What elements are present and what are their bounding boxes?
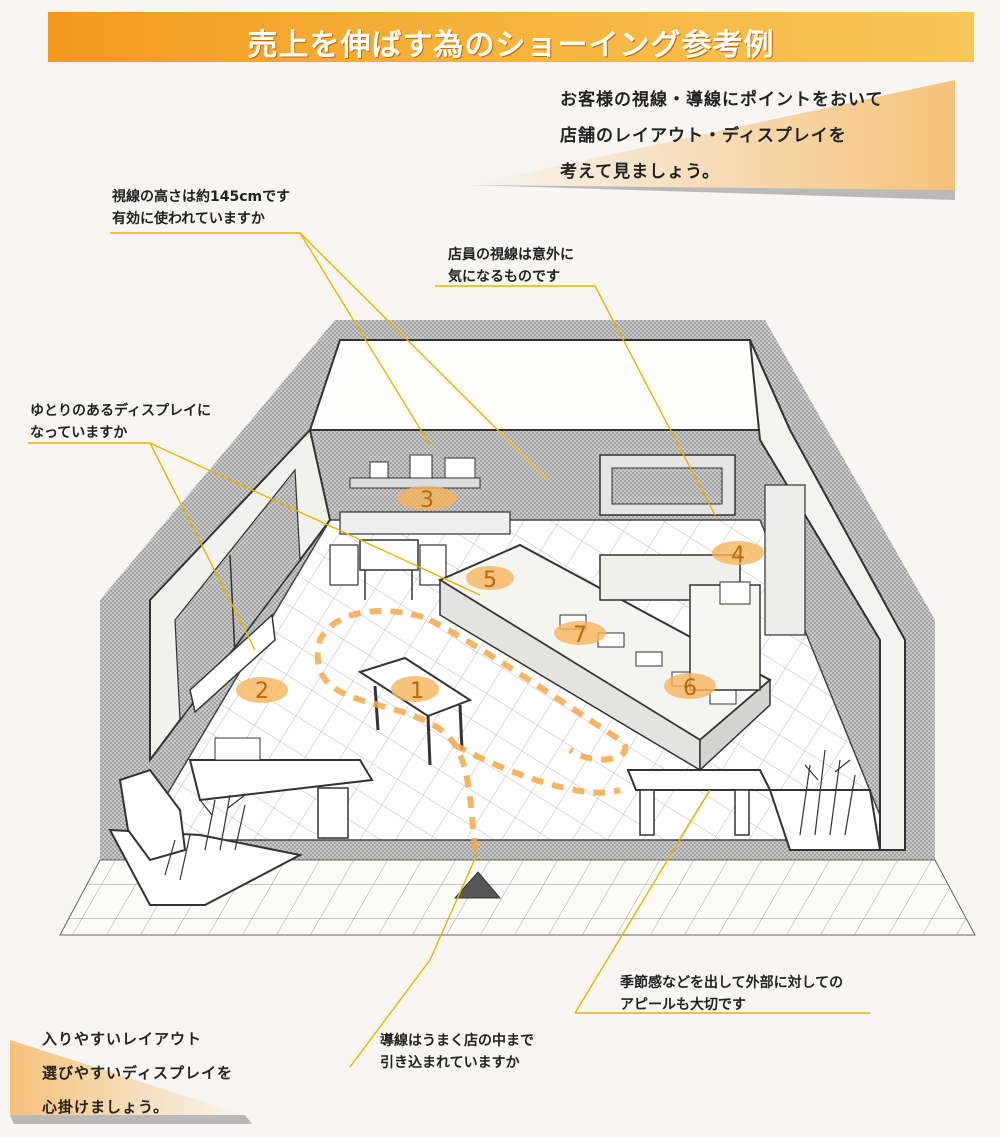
callout-staff-gaze-line-1: 店員の視線は意外に bbox=[448, 247, 574, 263]
marker-2: 2 bbox=[255, 679, 269, 704]
closing-wedge bbox=[10, 1040, 245, 1115]
closing-line-2: 選びやすいディスプレイを bbox=[42, 1064, 233, 1082]
callout-seasonal: 季節感などを出して外部に対しての アピールも大切です bbox=[620, 972, 843, 1016]
right-wall bbox=[749, 339, 906, 851]
title-banner: 売上を伸ばす為のショーイング参考例 bbox=[48, 12, 974, 63]
intro-text: お客様の視線・導線にポイントをおいて 店舗のレイアウト・ディスプレイを 考えて見… bbox=[560, 82, 884, 190]
callout-staff-gaze-line-2: 気になるものです bbox=[448, 269, 560, 285]
callout-spacious-display: ゆとりのあるディスプレイに なっていますか bbox=[30, 400, 211, 444]
callout-eye-height-line-2: 有効に使われていますか bbox=[112, 211, 265, 227]
callout-seasonal-line-2: アピールも大切です bbox=[620, 997, 746, 1013]
callout-flow-line-line-1: 導線はうまく店の中まで bbox=[380, 1033, 534, 1049]
back-wall bbox=[308, 339, 792, 431]
callout-seasonal-line-1: 季節感などを出して外部に対しての bbox=[620, 975, 844, 991]
number-markers: 1 2 3 4 5 6 7 bbox=[236, 486, 764, 704]
callout-staff-gaze: 店員の視線は意外に 気になるものです bbox=[448, 244, 574, 288]
marker-4: 4 bbox=[731, 543, 745, 568]
marker-7: 7 bbox=[573, 623, 587, 648]
callout-eye-height: 視線の高さは約145cmです 有効に使われていますか bbox=[112, 186, 290, 230]
intro-wedge bbox=[470, 80, 955, 190]
closing-line-1: 入りやすいレイアウト bbox=[42, 1030, 203, 1048]
entrance-arrow-icon bbox=[453, 871, 502, 899]
sidewalk bbox=[59, 859, 976, 936]
callout-spacious-display-line-1: ゆとりのあるディスプレイに bbox=[30, 403, 212, 419]
page-title: 売上を伸ばす為のショーイング参考例 bbox=[247, 28, 775, 63]
callout-flow-line: 導線はうまく店の中まで 引き込まれていますか bbox=[380, 1030, 534, 1074]
intro-line-1: お客様の視線・導線にポイントをおいて bbox=[560, 90, 884, 110]
marker-5: 5 bbox=[483, 568, 497, 593]
intro-line-3: 考えて見ましょう。 bbox=[560, 162, 721, 182]
customer-flow-path bbox=[314, 608, 629, 851]
planter-right bbox=[768, 789, 882, 851]
callout-spacious-display-line-2: なっていますか bbox=[30, 425, 128, 441]
marker-1: 1 bbox=[410, 679, 424, 704]
marker-3: 3 bbox=[420, 488, 434, 513]
callout-leaders bbox=[28, 232, 870, 1068]
marker-6: 6 bbox=[683, 676, 697, 701]
intro-line-2: 店舗のレイアウト・ディスプレイを bbox=[560, 126, 847, 146]
closing-line-3: 心掛けましょう。 bbox=[42, 1098, 170, 1116]
closing-text: 入りやすいレイアウト 選びやすいディスプレイを 心掛けましょう。 bbox=[42, 1022, 233, 1124]
callout-flow-line-line-2: 引き込まれていますか bbox=[380, 1055, 520, 1071]
front-bench bbox=[626, 769, 772, 791]
front-counter-left bbox=[188, 759, 374, 802]
callout-eye-height-line-1: 視線の高さは約145cmです bbox=[112, 189, 291, 205]
